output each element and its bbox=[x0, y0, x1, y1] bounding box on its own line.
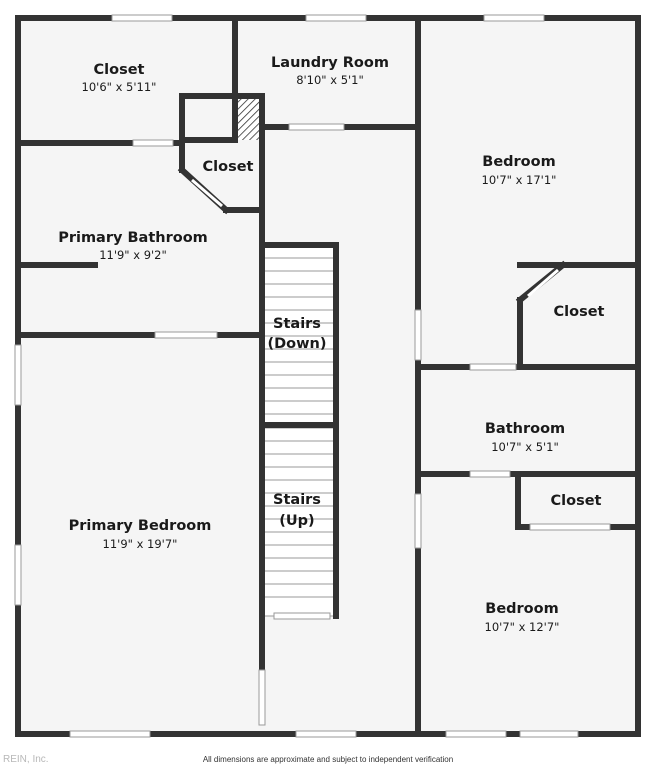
disclaimer-text: All dimensions are approximate and subje… bbox=[202, 755, 454, 764]
primary-bedroom-dims: 11'9" x 19'7" bbox=[103, 537, 178, 551]
primary-bathroom-dims: 11'9" x 9'2" bbox=[99, 248, 167, 262]
openings bbox=[14, 14, 611, 738]
closet-top-left-name: Closet bbox=[94, 62, 145, 78]
closet-lower-right-name: Closet bbox=[551, 493, 602, 509]
laundry-room-name: Laundry Room bbox=[271, 55, 389, 71]
bedroom-bottom-right-name: Bedroom bbox=[485, 601, 558, 617]
bathroom-dims: 10'7" x 5'1" bbox=[491, 440, 559, 454]
angled-door-openings bbox=[191, 178, 559, 298]
primary-bedroom-name: Primary Bedroom bbox=[69, 518, 212, 534]
stairs-up-label-1: Stairs bbox=[273, 492, 321, 508]
stairs-down-label-2: (Down) bbox=[268, 336, 327, 352]
closet-small-mid-name: Closet bbox=[203, 159, 254, 175]
bathroom-name: Bathroom bbox=[485, 421, 565, 437]
bedroom-top-right-dims: 10'7" x 17'1" bbox=[482, 173, 557, 187]
closet-right-name: Closet bbox=[554, 304, 605, 320]
stairs-down-label-1: Stairs bbox=[273, 316, 321, 332]
closet-top-left-dims: 10'6" x 5'11" bbox=[82, 80, 157, 94]
bedroom-bottom-right-dims: 10'7" x 12'7" bbox=[485, 620, 560, 634]
laundry-room-dims: 8'10" x 5'1" bbox=[296, 73, 364, 87]
primary-bathroom-name: Primary Bathroom bbox=[58, 230, 208, 246]
stairs-up-label-2: (Up) bbox=[279, 513, 314, 529]
utility-chase bbox=[235, 96, 260, 140]
bedroom-top-right-name: Bedroom bbox=[482, 154, 555, 170]
stairs-down-treads bbox=[263, 244, 336, 426]
brand-watermark: REIN, Inc. bbox=[3, 754, 49, 765]
stairs-up-treads bbox=[263, 427, 336, 617]
